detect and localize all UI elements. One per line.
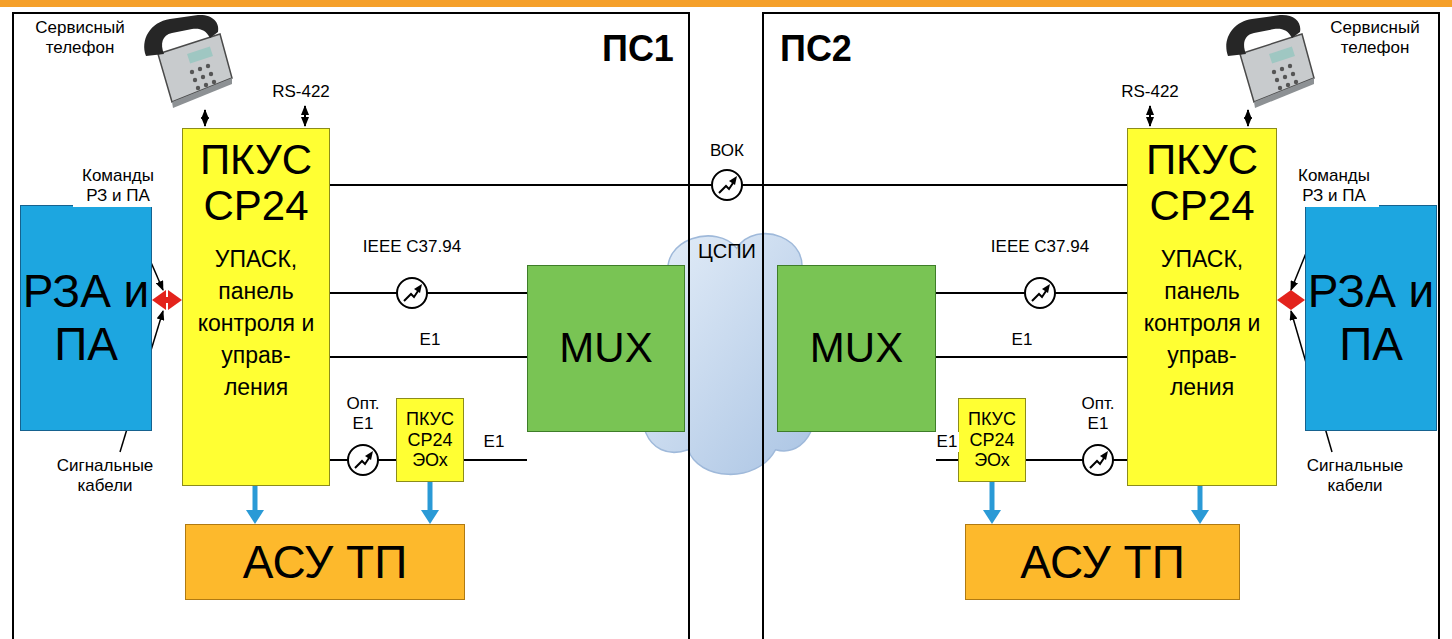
arrow-head	[1191, 510, 1209, 524]
callout-label: RS-422	[266, 82, 336, 102]
interface-arrow	[304, 106, 306, 126]
connector	[936, 357, 1127, 358]
node-label: ПКУС СР24 ЭОх	[961, 409, 1023, 471]
interface-arrow	[204, 110, 206, 126]
callout-label: Сервисный телефон	[1320, 18, 1430, 59]
connector-label: Опт. E1	[340, 394, 386, 435]
arrow-head	[246, 510, 264, 524]
connector-label: IEEE C37.94	[989, 237, 1091, 257]
fiber-symbol	[1083, 445, 1113, 475]
arrow-head	[152, 290, 166, 310]
connector-label: E1	[418, 330, 443, 350]
node-label: АСУ ТП	[243, 536, 408, 589]
connector-line	[936, 356, 1127, 358]
connector-line	[1198, 486, 1203, 511]
connector-label: IEEE C37.94	[361, 237, 463, 257]
callout-label: Сигнальные кабели	[50, 456, 160, 497]
connector-line	[253, 486, 258, 511]
fiber-symbol	[348, 445, 378, 475]
callout-label: Команды РЗ и ПА	[1289, 166, 1379, 207]
node-label: УПАСК, панель контроля и управ- ления	[1136, 243, 1268, 403]
node-label: MUX	[559, 324, 652, 372]
mux-box: MUX	[527, 265, 685, 432]
node-label: РЗА и ПА	[1306, 265, 1436, 371]
connector-label: E1	[482, 432, 507, 452]
arrow-head	[1277, 290, 1291, 310]
connector	[246, 486, 264, 524]
connector-line	[464, 459, 527, 461]
arrow-head	[168, 290, 182, 310]
phone-icon	[144, 15, 232, 108]
connector	[1191, 486, 1209, 524]
connector-label: E1	[1010, 330, 1035, 350]
connector	[464, 460, 527, 461]
connector	[330, 357, 527, 358]
panel-title: ПС1	[602, 28, 674, 69]
callout-label: Сервисный телефон	[25, 18, 135, 59]
converter-box: ПКУС СР24 ЭОх	[958, 398, 1026, 482]
scada-box: АСУ ТП	[965, 524, 1240, 600]
connector-line	[936, 459, 958, 461]
callout-label: Сигнальные кабели	[1300, 456, 1410, 497]
arrow-head	[983, 510, 1001, 524]
phone-icon	[1226, 15, 1314, 108]
node-label: УПАСК, панель контроля и управ- ления	[191, 243, 321, 403]
node-label: MUX	[810, 324, 903, 372]
node-label: АСУ ТП	[1020, 536, 1185, 589]
connector	[421, 482, 439, 524]
connector	[1277, 290, 1305, 310]
connector-line	[330, 292, 527, 294]
interface-arrow	[1149, 106, 1151, 126]
connector-line	[990, 482, 995, 511]
fiber-symbol	[712, 170, 742, 200]
connector-label: ВОК	[708, 141, 746, 161]
relay-protection-box: РЗА и ПА	[1305, 205, 1437, 431]
connector-label: E1	[935, 432, 960, 452]
connector-line	[428, 482, 433, 511]
callout-label: RS-422	[1115, 82, 1185, 102]
connector	[936, 460, 958, 461]
substation-panel: ПС1РЗА и ПА ПКУС СР24УПАСК, панель контро…	[12, 12, 690, 639]
callout-label: Команды РЗ и ПА	[73, 166, 163, 207]
node-label: ПКУС СР24 ЭОх	[399, 409, 461, 471]
substation-panel: ПС2MUX ПКУС СР24 ЭОх ПКУС СР24УПАСК, панел…	[762, 12, 1440, 639]
converter-box: ПКУС СР24 ЭОх	[396, 398, 464, 482]
connector	[983, 482, 1001, 524]
relay-protection-box: РЗА и ПА	[20, 205, 152, 431]
node-label: ПКУС СР24	[191, 137, 321, 229]
arrow-head	[1291, 290, 1305, 310]
interface-arrow	[1247, 110, 1249, 126]
top-bar	[0, 0, 1452, 7]
scada-box: АСУ ТП	[185, 524, 465, 600]
arrow-head	[421, 510, 439, 524]
connector-label: Опт. E1	[1075, 394, 1121, 435]
pkus-terminal-box: ПКУС СР24УПАСК, панель контроля и управ-…	[1127, 128, 1277, 486]
connector-line	[330, 356, 527, 358]
connector	[330, 293, 527, 294]
fiber-symbol	[1025, 278, 1055, 308]
connector	[152, 290, 182, 310]
pkus-terminal-box: ПКУС СР24УПАСК, панель контроля и управ-…	[182, 128, 330, 486]
node-label: РЗА и ПА	[21, 265, 151, 371]
mux-box: MUX	[777, 265, 936, 432]
node-label: ПКУС СР24	[1136, 137, 1268, 229]
node-label: ЦСПИ	[698, 240, 756, 263]
panel-title: ПС2	[780, 28, 852, 69]
fiber-symbol	[397, 278, 427, 308]
